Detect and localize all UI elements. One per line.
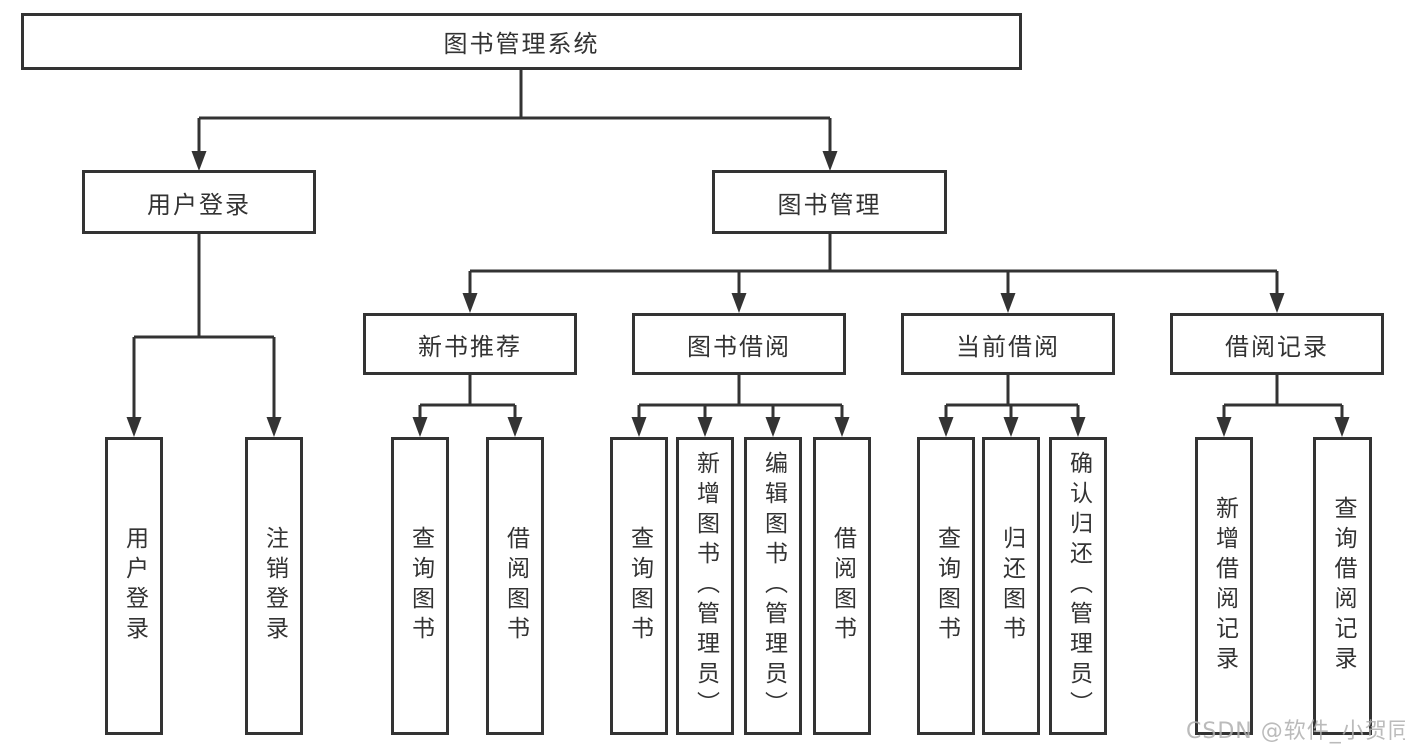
leaf-borrow-query-books: 查询图书 xyxy=(610,437,668,735)
connector-book-management-to-level2 xyxy=(462,234,1285,313)
arrowhead-icon xyxy=(412,417,428,437)
leaf-current-confirm-return-admin: 确认归还（管理员） xyxy=(1049,437,1107,735)
node-current-borrowing: 当前借阅 xyxy=(901,313,1115,375)
leaf-current-return-books: 归还图书 xyxy=(982,437,1040,735)
leaf-newrec-query-books: 查询图书 xyxy=(391,437,449,735)
leaf-logout: 注销登录 xyxy=(245,437,303,735)
node-label: 确认归还（管理员） xyxy=(1065,451,1092,721)
arrowhead-icon xyxy=(126,417,142,437)
arrowhead-icon xyxy=(822,151,838,171)
node-label: 归还图书 xyxy=(998,526,1025,646)
connector-user-login-to-leaves xyxy=(126,234,282,437)
node-label: 查询借阅记录 xyxy=(1330,496,1356,676)
arrowhead-icon xyxy=(191,151,207,171)
node-label: 图书管理系统 xyxy=(443,30,600,58)
arrowhead-icon xyxy=(731,293,747,313)
arrowhead-icon xyxy=(834,417,850,437)
connector-new-book-rec-to-leaves xyxy=(412,375,523,437)
connector-current-borrow-to-leaves xyxy=(938,375,1086,437)
leaf-records-add-borrow-record: 新增借阅记录 xyxy=(1195,437,1253,735)
node-label: 新增借阅记录 xyxy=(1211,496,1238,676)
arrowhead-icon xyxy=(1334,417,1350,437)
node-label: 借阅图书 xyxy=(502,526,529,646)
arrowhead-icon xyxy=(507,417,523,437)
node-label: 新增图书（管理员） xyxy=(692,451,719,721)
node-user-login: 用户登录 xyxy=(82,170,316,234)
node-label: 借阅记录 xyxy=(1225,332,1329,361)
node-label: 用户登录 xyxy=(147,190,251,219)
node-borrowing-records: 借阅记录 xyxy=(1170,313,1384,375)
connector-root-to-level1 xyxy=(191,70,838,171)
arrowhead-icon xyxy=(1269,293,1285,313)
arrowhead-icon xyxy=(765,417,781,437)
node-label: 用户登录 xyxy=(121,526,148,646)
leaf-current-query-books: 查询图书 xyxy=(917,437,975,735)
arrowhead-icon xyxy=(462,293,478,313)
leaf-borrow-add-books-admin: 新增图书（管理员） xyxy=(676,437,734,735)
node-new-book-recommendation: 新书推荐 xyxy=(363,313,577,375)
node-book-management: 图书管理 xyxy=(712,170,947,234)
node-label: 查询图书 xyxy=(407,526,434,646)
connector-book-borrow-to-leaves xyxy=(631,375,850,437)
node-label: 查询图书 xyxy=(933,526,960,646)
arrowhead-icon xyxy=(697,417,713,437)
arrowhead-icon xyxy=(1216,417,1232,437)
node-library-management-system: 图书管理系统 xyxy=(21,13,1022,70)
leaf-borrow-edit-books-admin: 编辑图书（管理员） xyxy=(744,437,802,735)
node-label: 查询图书 xyxy=(626,526,653,646)
node-label: 借阅图书 xyxy=(829,526,856,646)
arrowhead-icon xyxy=(1000,293,1016,313)
node-book-borrowing: 图书借阅 xyxy=(632,313,846,375)
arrowhead-icon xyxy=(938,417,954,437)
connector-borrow-records-to-leaves xyxy=(1216,375,1350,437)
leaf-borrow-borrow-books: 借阅图书 xyxy=(813,437,871,735)
node-label: 注销登录 xyxy=(261,526,288,646)
leaf-user-login: 用户登录 xyxy=(105,437,163,735)
node-label: 图书借阅 xyxy=(687,332,791,361)
leaf-newrec-borrow-books: 借阅图书 xyxy=(486,437,544,735)
node-label: 当前借阅 xyxy=(956,332,1060,361)
arrowhead-icon xyxy=(631,417,647,437)
node-label: 编辑图书（管理员） xyxy=(760,451,787,721)
arrowhead-icon xyxy=(1070,417,1086,437)
csdn-watermark: CSDN @软件_小贺同学 xyxy=(1186,719,1405,744)
arrowhead-icon xyxy=(266,417,282,437)
arrowhead-icon xyxy=(1003,417,1019,437)
node-label: 新书推荐 xyxy=(418,332,522,361)
node-label: 图书管理 xyxy=(777,190,882,219)
leaf-records-query-borrow-record: 查询借阅记录 xyxy=(1313,437,1372,735)
